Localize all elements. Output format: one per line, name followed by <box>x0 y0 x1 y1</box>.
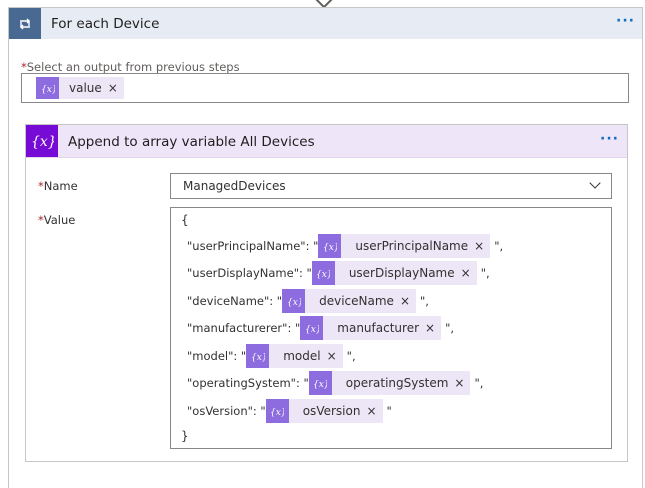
name-label: *Name <box>38 179 78 193</box>
append-more-icon[interactable]: ··· <box>600 131 619 147</box>
token-remove-icon[interactable]: × <box>454 376 465 390</box>
append-array-card: {x} Append to array variable All Devices… <box>25 124 628 462</box>
value-editor[interactable]: { } "userPrincipalName": " {x} userPrincip… <box>170 207 612 449</box>
chevron-down-icon <box>589 177 601 189</box>
svg-text:{x}: {x} <box>251 353 265 362</box>
token-remove-icon[interactable]: × <box>460 266 471 280</box>
token-remove-icon[interactable]: × <box>366 404 377 418</box>
value-row: "osVersion": " {x} osVersion × " <box>181 399 392 423</box>
value-row: "userPrincipalName": " {x} userPrincipalNa… <box>181 234 503 258</box>
expression-icon: {x} <box>246 344 270 368</box>
name-value: ManagedDevices <box>183 179 286 193</box>
value-row: "userDisplayName": " {x} userDisplayName × "… <box>181 261 490 285</box>
foreach-header[interactable]: For each Device ··· <box>9 8 642 39</box>
token-label: userPrincipalName <box>355 239 469 253</box>
token-remove-icon[interactable]: × <box>326 349 337 363</box>
dynamic-content-token[interactable]: {x} manufacturer × <box>300 316 442 340</box>
token-remove-icon[interactable]: × <box>425 321 436 335</box>
value-row-key: "deviceName": " <box>187 294 283 308</box>
svg-text:{x}: {x} <box>41 85 55 94</box>
expression-icon: {x} <box>308 371 332 395</box>
token-label: userDisplayName <box>348 266 455 280</box>
value-row-key: "operatingSystem": " <box>187 376 309 390</box>
open-brace: { <box>181 213 189 227</box>
value-row-key: "osVersion": " <box>187 404 266 418</box>
svg-text:{x}: {x} <box>323 243 337 252</box>
value-row-key: "model": " <box>187 349 247 363</box>
token-label: osVersion <box>302 404 361 418</box>
token-label: deviceName <box>319 294 394 308</box>
dynamic-content-token[interactable]: {x} userDisplayName × <box>311 261 477 285</box>
expression-icon: {x} <box>318 234 342 258</box>
svg-text:{x}: {x} <box>316 270 330 279</box>
dynamic-content-token[interactable]: {x} userPrincipalName × <box>318 234 491 258</box>
svg-text:{x}: {x} <box>270 408 284 417</box>
append-title: Append to array variable All Devices <box>68 134 315 150</box>
svg-text:{x}: {x} <box>305 325 319 334</box>
name-dropdown[interactable]: ManagedDevices <box>170 173 612 199</box>
dynamic-content-token[interactable]: {x} model × <box>246 344 343 368</box>
expression-icon: {x} <box>311 261 335 285</box>
variable-icon: {x} <box>26 125 58 157</box>
required-mark: * <box>21 60 27 74</box>
dynamic-content-token[interactable]: {x} operatingSystem × <box>308 371 471 395</box>
select-output-label: *Select an output from previous steps <box>21 60 240 74</box>
value-row: "operatingSystem": " {x} operatingSystem × "… <box>181 371 483 395</box>
value-row-suffix: " <box>386 404 392 418</box>
svg-text:{x}: {x} <box>287 298 301 307</box>
value-token-remove-icon[interactable]: × <box>107 81 118 95</box>
value-row: "model": " {x} model × ", <box>181 344 356 368</box>
value-row-suffix: ", <box>445 321 455 335</box>
expression-icon: {x} <box>36 77 59 99</box>
dynamic-content-token[interactable]: {x} osVersion × <box>265 399 383 423</box>
foreach-card: For each Device ··· *Select an output fr… <box>8 7 643 488</box>
append-header[interactable]: {x} Append to array variable All Devices… <box>26 125 627 158</box>
expression-icon: {x} <box>300 316 324 340</box>
value-token[interactable]: {x} value × <box>36 77 124 99</box>
token-label: model <box>283 349 321 363</box>
value-row-suffix: ", <box>494 239 504 253</box>
value-row: "deviceName": " {x} deviceName × ", <box>181 289 429 313</box>
value-row-suffix: ", <box>420 294 429 308</box>
foreach-more-icon[interactable]: ··· <box>616 13 635 29</box>
select-output-input[interactable]: {x} value × <box>21 73 629 103</box>
value-label: *Value <box>38 213 76 227</box>
dynamic-content-token[interactable]: {x} deviceName × <box>282 289 416 313</box>
token-remove-icon[interactable]: × <box>474 239 485 253</box>
expression-icon: {x} <box>282 289 306 313</box>
foreach-title: For each Device <box>51 16 160 32</box>
token-label: manufacturer <box>337 321 420 335</box>
svg-text:{x}: {x} <box>31 134 54 150</box>
value-token-label: value <box>69 81 102 95</box>
value-row-key: "manufacturerer": " <box>187 321 301 335</box>
close-brace: } <box>181 429 189 443</box>
value-row: "manufacturerer": " {x} manufacturer × ", <box>181 316 454 340</box>
value-row-suffix: ", <box>346 349 356 363</box>
expression-icon: {x} <box>265 399 289 423</box>
loop-icon <box>9 8 41 39</box>
token-label: operatingSystem <box>345 376 449 390</box>
svg-text:{x}: {x} <box>313 380 327 389</box>
value-row-suffix: ", <box>480 266 490 280</box>
token-remove-icon[interactable]: × <box>399 294 410 308</box>
value-row-key: "userDisplayName": " <box>187 266 312 280</box>
value-row-key: "userPrincipalName": " <box>187 239 319 253</box>
value-row-suffix: ", <box>474 376 484 390</box>
